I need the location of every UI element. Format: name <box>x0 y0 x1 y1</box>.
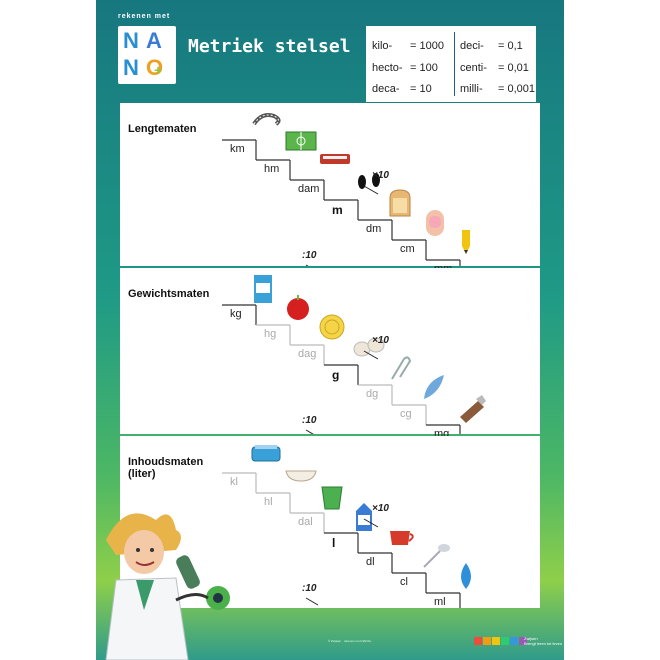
bathtub-icon <box>285 470 317 482</box>
unit-label-dam: dam <box>298 183 320 195</box>
unit-label-cg: cg <box>400 408 412 420</box>
pencil-tip-icon <box>462 230 470 254</box>
prefix-kilo: kilo- = 1000 <box>372 40 444 52</box>
multiply-arrow <box>363 185 379 195</box>
bucket-icon <box>321 486 343 510</box>
section-title: Inhoudsmaten (liter) <box>128 456 204 480</box>
unit-label-dm: dm <box>366 223 382 235</box>
apple-icon <box>287 295 309 320</box>
logo-plus: + <box>154 62 163 78</box>
staircase-diagram <box>222 113 470 266</box>
feather-icon <box>424 375 444 399</box>
fingernail-icon <box>426 210 444 236</box>
page-title: Metriek stelsel <box>188 36 351 57</box>
staircase-diagram <box>222 275 486 434</box>
prefix-deca: deca- = 10 <box>372 83 432 95</box>
unit-label-dg: dg <box>366 388 379 400</box>
multiply-arrow <box>363 518 379 528</box>
cup-icon <box>390 531 414 545</box>
unit-label-kg: kg <box>230 308 242 320</box>
prefix-milli: milli- = 0,001 <box>460 83 536 95</box>
pool-icon <box>251 445 281 462</box>
divide-label: :10 <box>302 415 317 426</box>
brand-small-text: rekenen met <box>118 13 171 20</box>
unit-label-hg: hg <box>264 328 277 340</box>
poster-background: rekenen met N A N O + Metriek stelsel ki… <box>96 0 564 660</box>
milk-carton-icon <box>356 503 372 531</box>
section-title: Lengtematen <box>128 123 197 135</box>
unit-label-hm: hm <box>264 163 280 175</box>
multiply-arrow <box>363 350 379 360</box>
logo-letter-n1: N <box>123 28 139 53</box>
multiply-label: ×10 <box>372 503 389 514</box>
logo-letter-n2: N <box>123 55 139 80</box>
footer-small-print: © Zwijsen · rekenen met NANO+ <box>328 639 372 643</box>
unit-label-hl: hl <box>264 496 273 508</box>
panel-length: Lengtematenkmhmdammdmcmmm×10:10 <box>120 103 540 275</box>
unit-label-m: m <box>332 203 343 217</box>
unit-label-km: km <box>230 143 245 155</box>
prefix-divider <box>454 32 455 96</box>
unit-label-cm: cm <box>400 243 415 255</box>
paperclip-icon <box>391 356 412 380</box>
pills-icon <box>353 337 385 357</box>
footsteps-icon <box>358 173 380 189</box>
divide-arrow <box>305 429 314 434</box>
toast-icon <box>389 189 411 217</box>
spoon-icon <box>423 544 450 568</box>
water-drop-icon <box>461 563 471 589</box>
unit-label-dal: dal <box>298 516 313 528</box>
multiply-label: ×10 <box>372 170 389 181</box>
unit-label-g: g <box>332 368 340 382</box>
scientist-character-icon <box>105 513 230 660</box>
unit-label-dl: dl <box>366 556 375 568</box>
unit-label-cl: cl <box>400 576 408 588</box>
sugar-box-icon <box>254 275 272 303</box>
unit-label-l: l <box>332 536 336 550</box>
divide-label: :10 <box>302 583 317 594</box>
tram-icon <box>320 154 350 164</box>
football-field-icon <box>285 131 317 151</box>
unit-label-ml: ml <box>434 596 446 608</box>
divide-label: :10 <box>302 250 317 261</box>
divide-arrow <box>305 264 309 266</box>
nano-logo: N A N O + <box>118 26 176 84</box>
staircase-diagram <box>222 445 471 608</box>
prefix-centi: centi- = 0,01 <box>460 62 529 74</box>
prefix-table: kilo- = 1000 hecto- = 100 deca- = 10 dec… <box>366 26 536 102</box>
divide-arrow <box>305 597 319 606</box>
logo-letter-o: O <box>146 55 164 80</box>
prefix-hecto: hecto- = 100 <box>372 62 438 74</box>
unit-label-dag: dag <box>298 348 317 360</box>
publisher-logo <box>474 637 527 645</box>
coin-icon <box>319 314 345 340</box>
unit-label-kl: kl <box>230 476 238 488</box>
prefix-deci: deci- = 0,1 <box>460 40 523 52</box>
multiply-label: ×10 <box>372 335 389 346</box>
logo-letter-a: A <box>146 28 162 53</box>
salt-shaker-icon <box>460 395 486 423</box>
road-icon <box>252 113 281 126</box>
section-title: Gewichtsmaten <box>128 288 210 300</box>
